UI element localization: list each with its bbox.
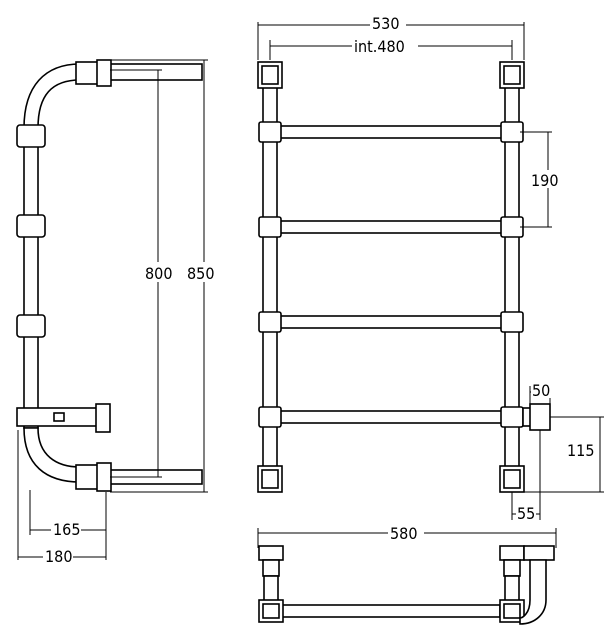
dim-side-depth-outer: 180	[45, 547, 72, 566]
side-view: 800 850 165 180	[16, 59, 219, 566]
dim-front-total-width: 530	[372, 14, 399, 33]
top-view: 580	[257, 523, 557, 625]
dim-side-total-height: 850	[187, 264, 214, 283]
dim-rail-spacing: 190	[531, 171, 558, 190]
dim-valve-offset: 55	[517, 504, 535, 523]
dim-top-view-width: 580	[390, 524, 417, 543]
dim-side-depth-inner: 165	[53, 520, 80, 539]
dim-front-inner-width: int.480	[354, 37, 405, 56]
front-view: 530 int.480	[257, 13, 604, 523]
dim-valve-width: 50	[532, 381, 550, 400]
dim-bottom-offset: 115	[567, 441, 594, 460]
dim-side-inner-height: 800	[145, 264, 172, 283]
